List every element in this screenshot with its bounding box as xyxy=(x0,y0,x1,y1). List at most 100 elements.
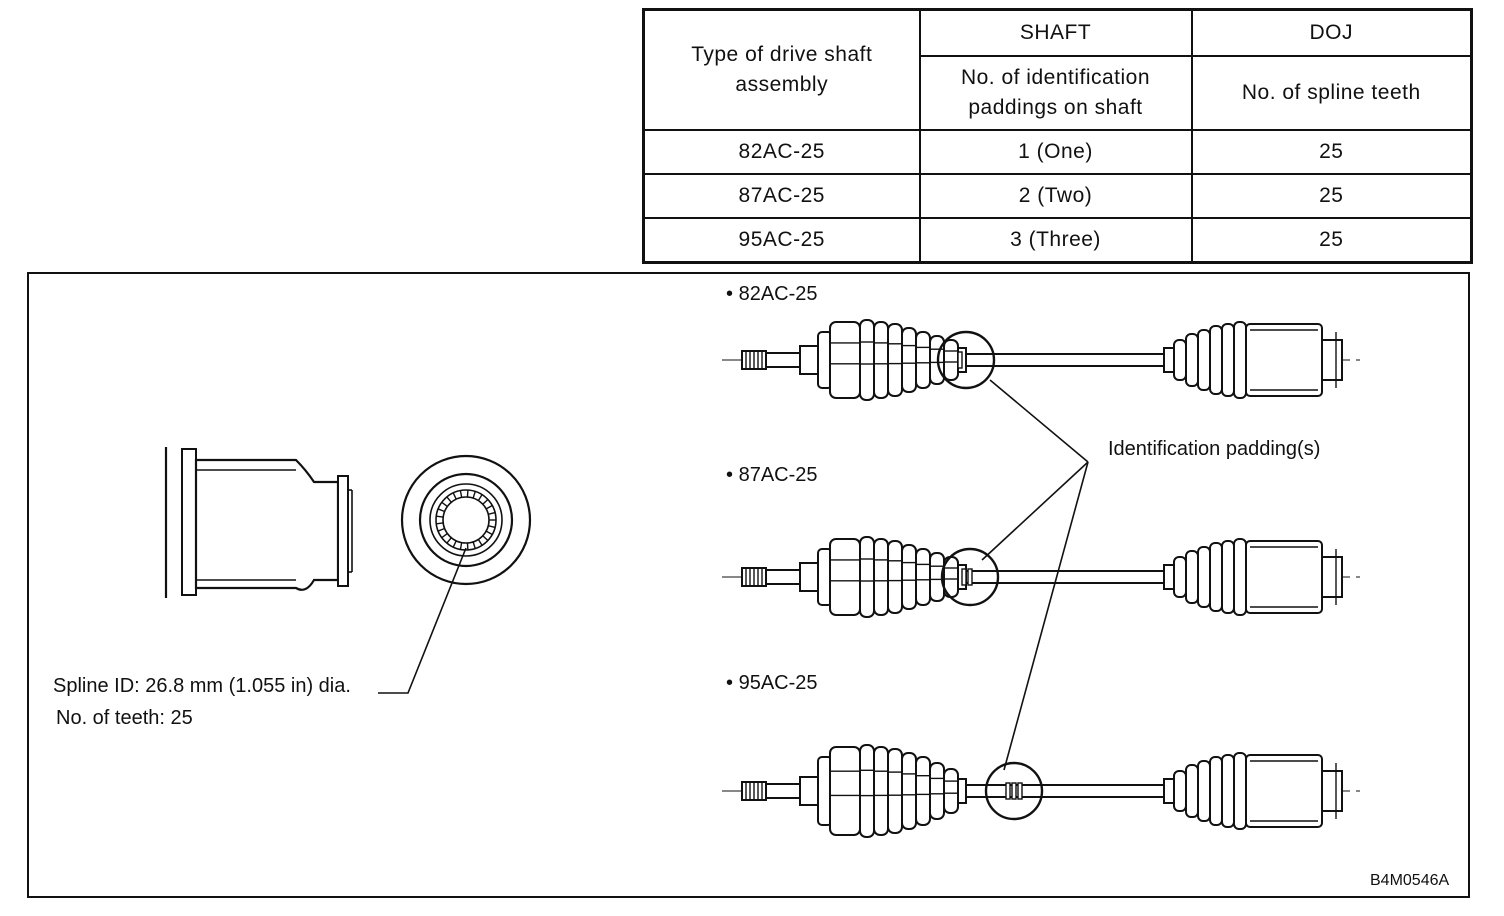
identification-padding xyxy=(967,568,973,586)
doj-boot-fold xyxy=(1197,760,1211,822)
doj-boot-fold xyxy=(1209,325,1223,395)
doj-boot-clamp xyxy=(1163,347,1175,373)
shaft-neck xyxy=(765,352,801,368)
boot-fold xyxy=(915,331,931,389)
spline-tooth xyxy=(459,542,463,550)
identification-circle xyxy=(936,330,996,390)
doj-boot-fold xyxy=(1221,323,1235,397)
identification-circle xyxy=(984,761,1044,821)
spline-tooth xyxy=(436,515,444,518)
identification-circle xyxy=(940,547,1000,607)
doj-boot-fold xyxy=(1173,556,1187,598)
diagram-frame xyxy=(27,272,1470,898)
boot-fold xyxy=(859,536,875,618)
doj-boot-fold xyxy=(1209,542,1223,612)
spline-tooth xyxy=(452,540,457,548)
shaft-label-text: 87AC-25 xyxy=(738,464,818,486)
table-row: 95AC-25 3 (Three) 25 xyxy=(642,217,1473,264)
spline-id-label: Spline ID: 26.8 mm (1.055 in) dia. xyxy=(53,675,351,697)
shaft-neck xyxy=(765,569,801,585)
shaft-95ac-25 xyxy=(722,744,1364,838)
spline-tooth xyxy=(446,537,452,544)
shaft-collar xyxy=(799,345,819,375)
cell-type: 82AC-25 xyxy=(642,128,921,176)
doj-side-view xyxy=(164,447,353,598)
identification-padding xyxy=(1011,782,1017,800)
doj-housing xyxy=(1245,754,1323,828)
spline-tooth xyxy=(437,508,445,513)
cell-teeth: 25 xyxy=(1190,217,1473,264)
cell-paddings: 1 (One) xyxy=(918,128,1193,176)
subheader-paddings: No. of identification paddings on shaft xyxy=(918,54,1193,131)
boot-fold xyxy=(929,762,945,820)
boot-fold xyxy=(887,323,903,397)
doj-end-cap xyxy=(1321,556,1343,598)
spline-tooth xyxy=(485,504,493,510)
table-row: 82AC-25 1 (One) 25 xyxy=(642,128,1473,176)
doj-boot-fold xyxy=(1185,764,1199,818)
cell-teeth: 25 xyxy=(1190,173,1473,220)
header-doj: DOJ xyxy=(1190,8,1473,57)
figure-code: B4M0546A xyxy=(1370,872,1450,889)
boot-fold xyxy=(943,339,959,381)
spline-tooth xyxy=(472,491,476,499)
table-row: 87AC-25 2 (Two) 25 xyxy=(642,173,1473,220)
doj-housing xyxy=(1245,323,1323,397)
doj-boot-fold xyxy=(1197,546,1211,608)
cell-teeth: 25 xyxy=(1190,128,1473,176)
boot-fold xyxy=(829,746,861,836)
boot-fold xyxy=(859,319,875,401)
doj-boot-fold xyxy=(1197,329,1211,391)
boot-fold xyxy=(901,544,917,610)
bullet: • xyxy=(726,464,734,486)
cell-paddings: 3 (Three) xyxy=(918,217,1193,264)
spline-tooth xyxy=(452,492,457,500)
boot-fold xyxy=(943,768,959,814)
doj-end-cap xyxy=(1321,339,1343,381)
identification-callout: Identification padding(s) xyxy=(1108,438,1321,460)
boot-fold xyxy=(873,538,889,616)
doj-boot-fold xyxy=(1185,550,1199,604)
doj-boot-fold xyxy=(1221,540,1235,614)
doj-boot-fold xyxy=(1173,770,1187,812)
boot-fold xyxy=(887,748,903,834)
identification-padding xyxy=(961,568,967,586)
shaft-bar xyxy=(965,570,1165,584)
doj-boot-fold xyxy=(1185,333,1199,387)
shaft-bar xyxy=(965,784,1165,798)
spline-tooth xyxy=(485,530,493,536)
header-type: Type of drive shaft assembly xyxy=(642,8,921,131)
spline-tooth xyxy=(477,539,483,546)
spline-tooth xyxy=(437,527,445,532)
doj-end-cap xyxy=(1321,770,1343,812)
shaft-label-text: 82AC-25 xyxy=(738,283,818,305)
doj-boot-fold xyxy=(1233,321,1247,399)
boot-fold xyxy=(887,540,903,614)
spline-tooth xyxy=(488,525,496,529)
identification-padding xyxy=(1005,782,1011,800)
boot-fold xyxy=(873,321,889,399)
doj-boot-fold xyxy=(1233,538,1247,616)
boot-fold xyxy=(915,548,931,606)
boot-fold xyxy=(915,756,931,826)
shaft-collar xyxy=(799,562,819,592)
spline-tooth xyxy=(446,496,452,503)
doj-boot-fold xyxy=(1233,752,1247,830)
spline-tooth xyxy=(482,535,489,542)
teeth-count-label: No. of teeth: 25 xyxy=(56,707,193,729)
spline-tooth xyxy=(472,541,476,549)
shaft-label-87ac-25: • 87AC-25 xyxy=(726,464,818,487)
doj-housing xyxy=(1245,540,1323,614)
shaft-collar xyxy=(799,776,819,806)
subheader-spline-teeth: No. of spline teeth xyxy=(1190,54,1473,131)
shaft-82ac-25 xyxy=(722,319,1364,401)
doj-boot-clamp xyxy=(1163,564,1175,590)
doj-boot-fold xyxy=(1173,339,1187,381)
shaft-label-text: 95AC-25 xyxy=(738,672,818,694)
cell-type: 95AC-25 xyxy=(642,217,921,264)
spline-tooth xyxy=(477,494,483,501)
doj-end-view xyxy=(378,454,532,694)
identification-padding xyxy=(957,351,963,369)
spline-leader-line xyxy=(378,547,467,694)
